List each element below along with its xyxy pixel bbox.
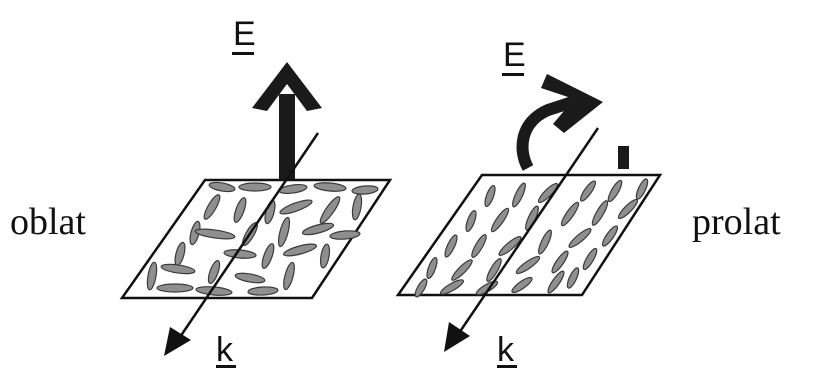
electric-field-arrow-left <box>252 62 322 180</box>
field-vector-underline-left <box>232 52 254 55</box>
wave-vector-arrow-left <box>164 132 320 356</box>
wave-vector-label-left: k <box>216 331 234 369</box>
panel-oblat: E <box>10 15 393 369</box>
field-vector-label-right: E <box>503 36 526 74</box>
plate-right <box>395 173 663 297</box>
panel-prolat: E <box>395 36 781 369</box>
label-oblat: oblat <box>10 201 86 243</box>
label-prolat: prolat <box>692 201 781 243</box>
wave-vector-arrow-right <box>444 127 600 352</box>
field-vector-label-left: E <box>233 15 256 53</box>
flakes-right <box>414 178 649 298</box>
electric-field-curved-arrow-right <box>516 74 629 171</box>
field-vector-underline-right <box>502 73 524 76</box>
wave-vector-label-right: k <box>497 331 515 369</box>
wave-vector-underline-right <box>497 365 517 368</box>
wave-vector-underline-left <box>216 365 236 368</box>
